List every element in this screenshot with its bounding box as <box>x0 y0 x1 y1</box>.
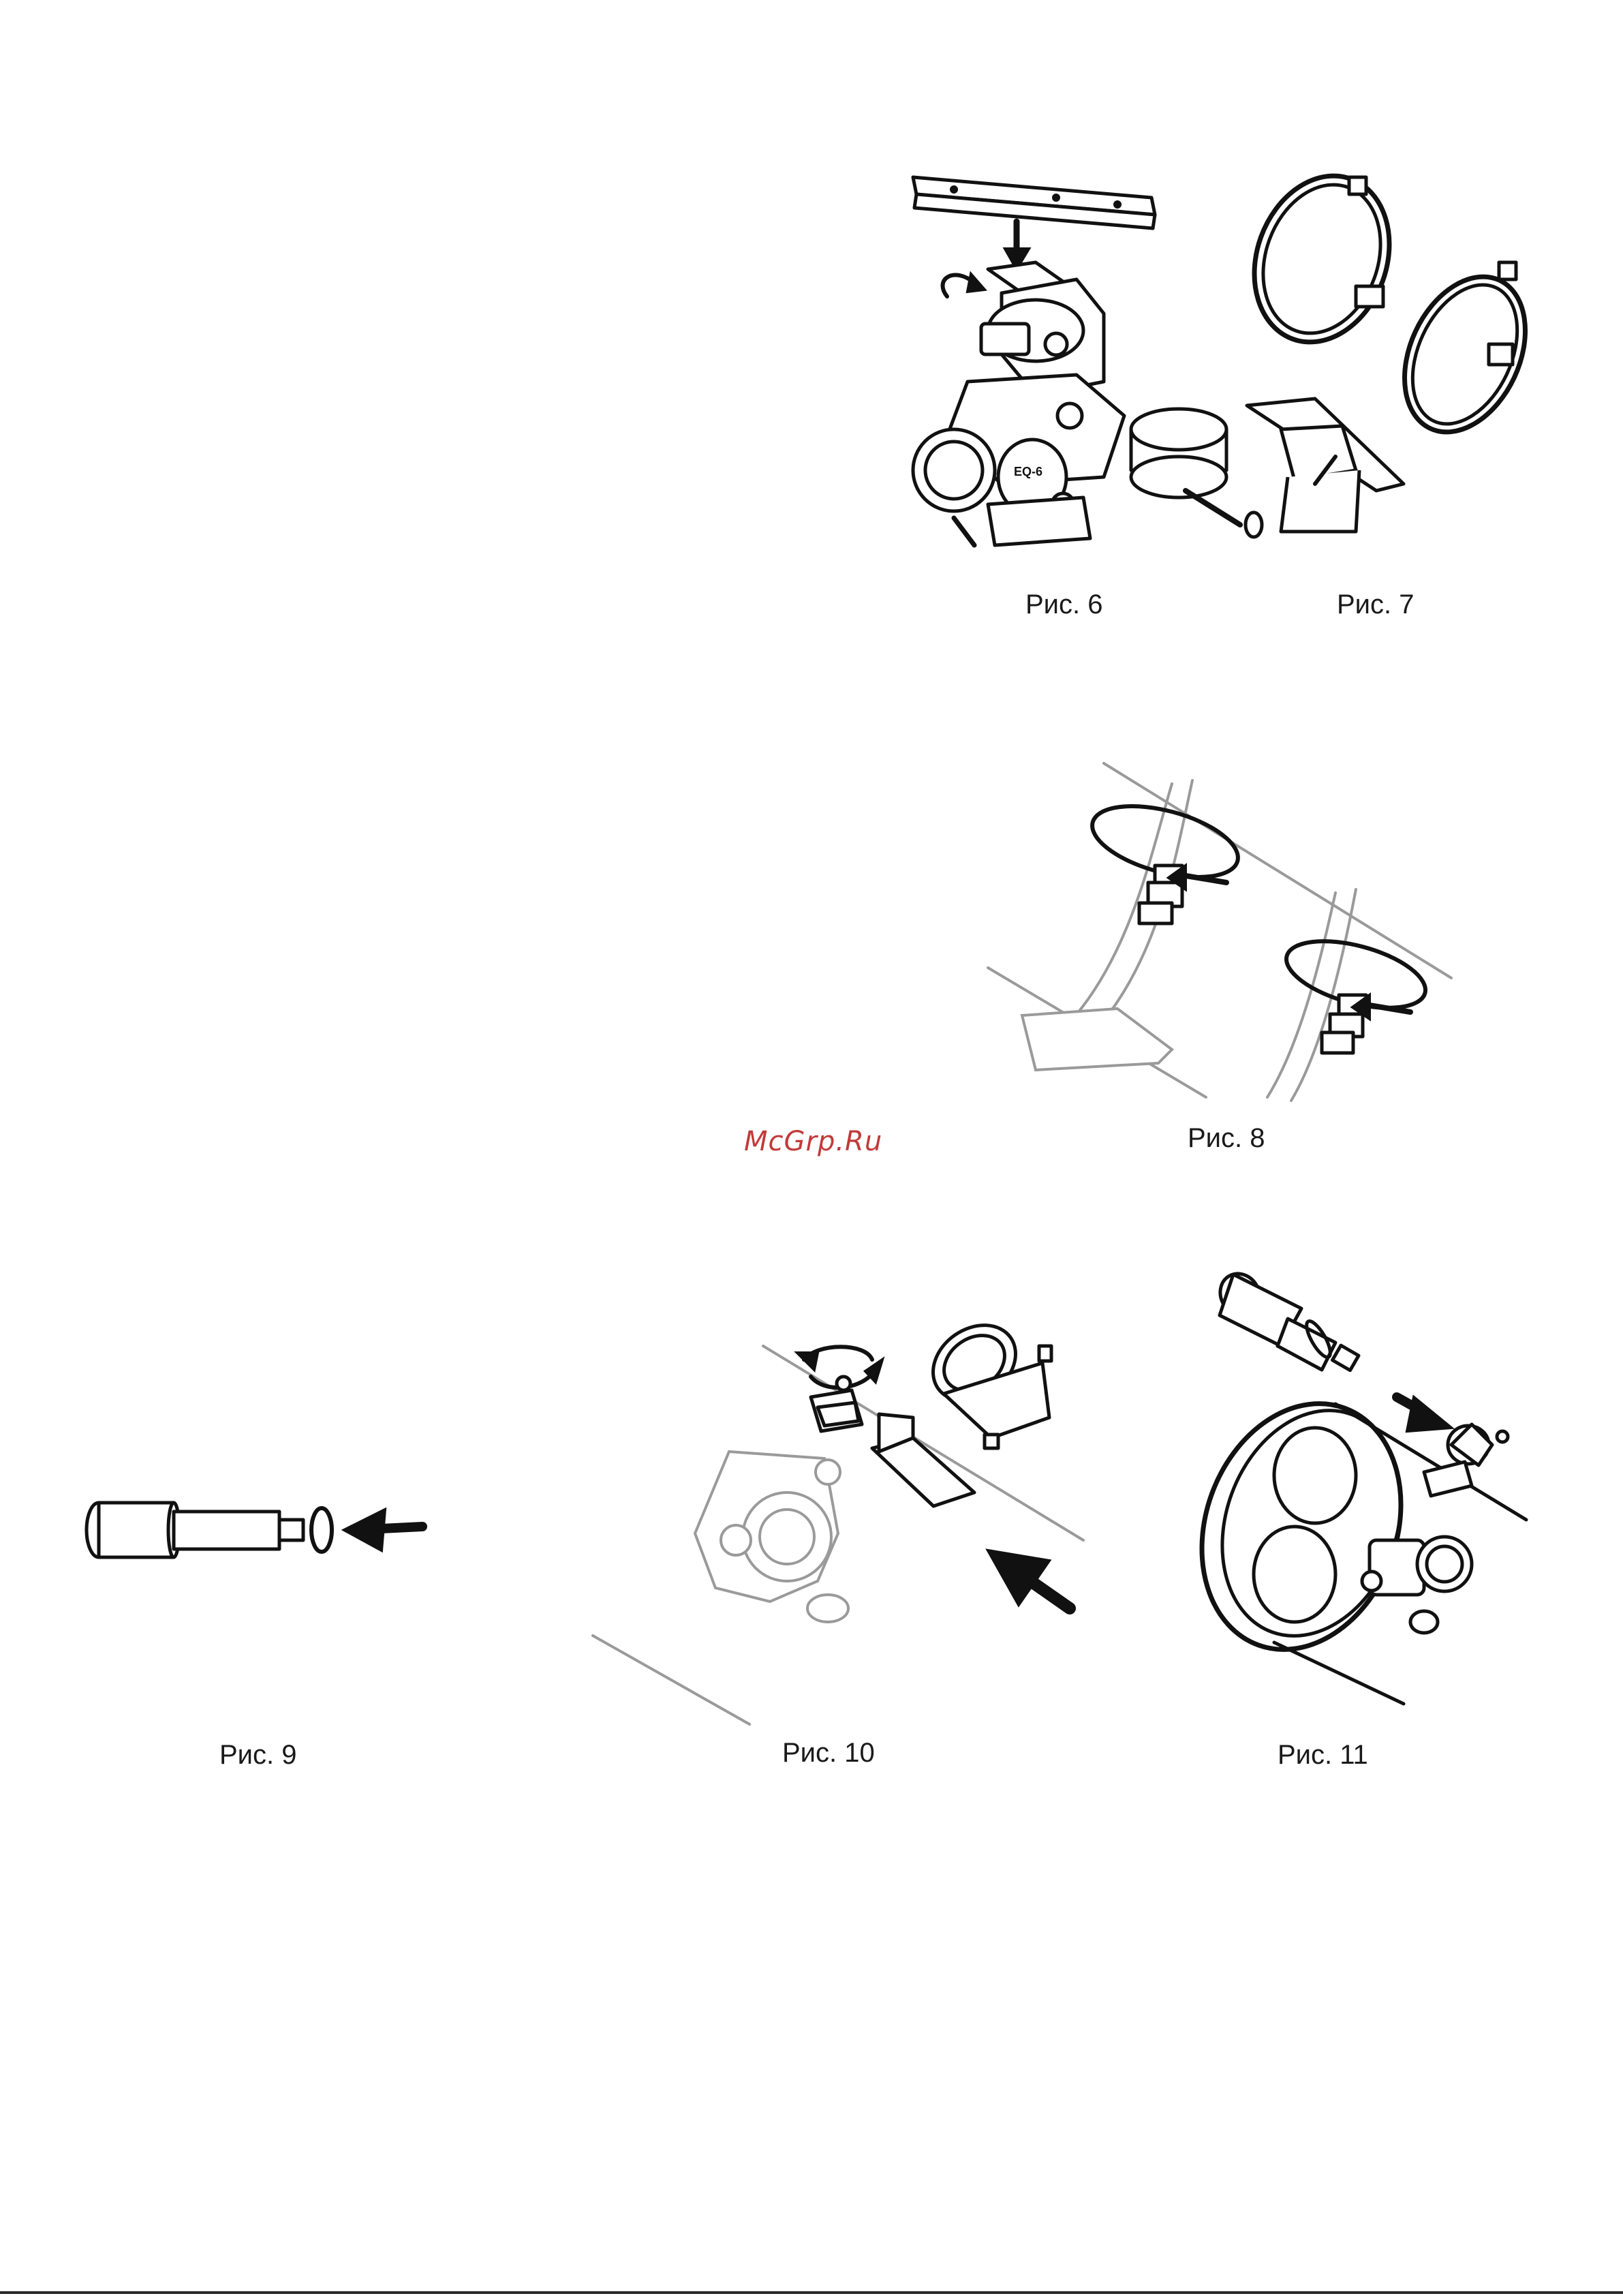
equatorial-mount-icon: EQ-6 <box>899 157 1254 552</box>
finder-bracket-icon <box>593 1315 1111 1738</box>
figure-10-caption: Рис. 10 <box>782 1738 875 1769</box>
figure-11-finder-eyepiece-illustration <box>1199 1261 1526 1711</box>
figure-7-rings-illustration <box>1240 170 1540 552</box>
finder-insert-icon <box>1199 1261 1526 1711</box>
tube-clamp-icon <box>981 750 1458 1104</box>
eyepiece-o-ring-icon <box>82 1486 436 1581</box>
figure-9-eyepiece-illustration <box>82 1486 436 1581</box>
figure-7-caption: Рис. 7 <box>1337 590 1415 620</box>
eq6-badge-text: EQ-6 <box>1014 465 1042 478</box>
figure-8-caption: Рис. 8 <box>1188 1123 1265 1154</box>
tube-rings-icon <box>1240 170 1540 552</box>
page-bottom-rule <box>0 2291 1623 2294</box>
figure-6-mount-illustration: EQ-6 <box>899 157 1254 552</box>
figure-11-caption: Рис. 11 <box>1278 1740 1368 1771</box>
watermark-text: McGrp.Ru <box>744 1126 882 1157</box>
figure-9-caption: Рис. 9 <box>219 1740 297 1771</box>
figure-10-finder-bracket-illustration <box>593 1315 1111 1738</box>
figure-6-caption: Рис. 6 <box>1025 590 1103 620</box>
figure-8-rings-clamp-illustration <box>981 750 1458 1104</box>
